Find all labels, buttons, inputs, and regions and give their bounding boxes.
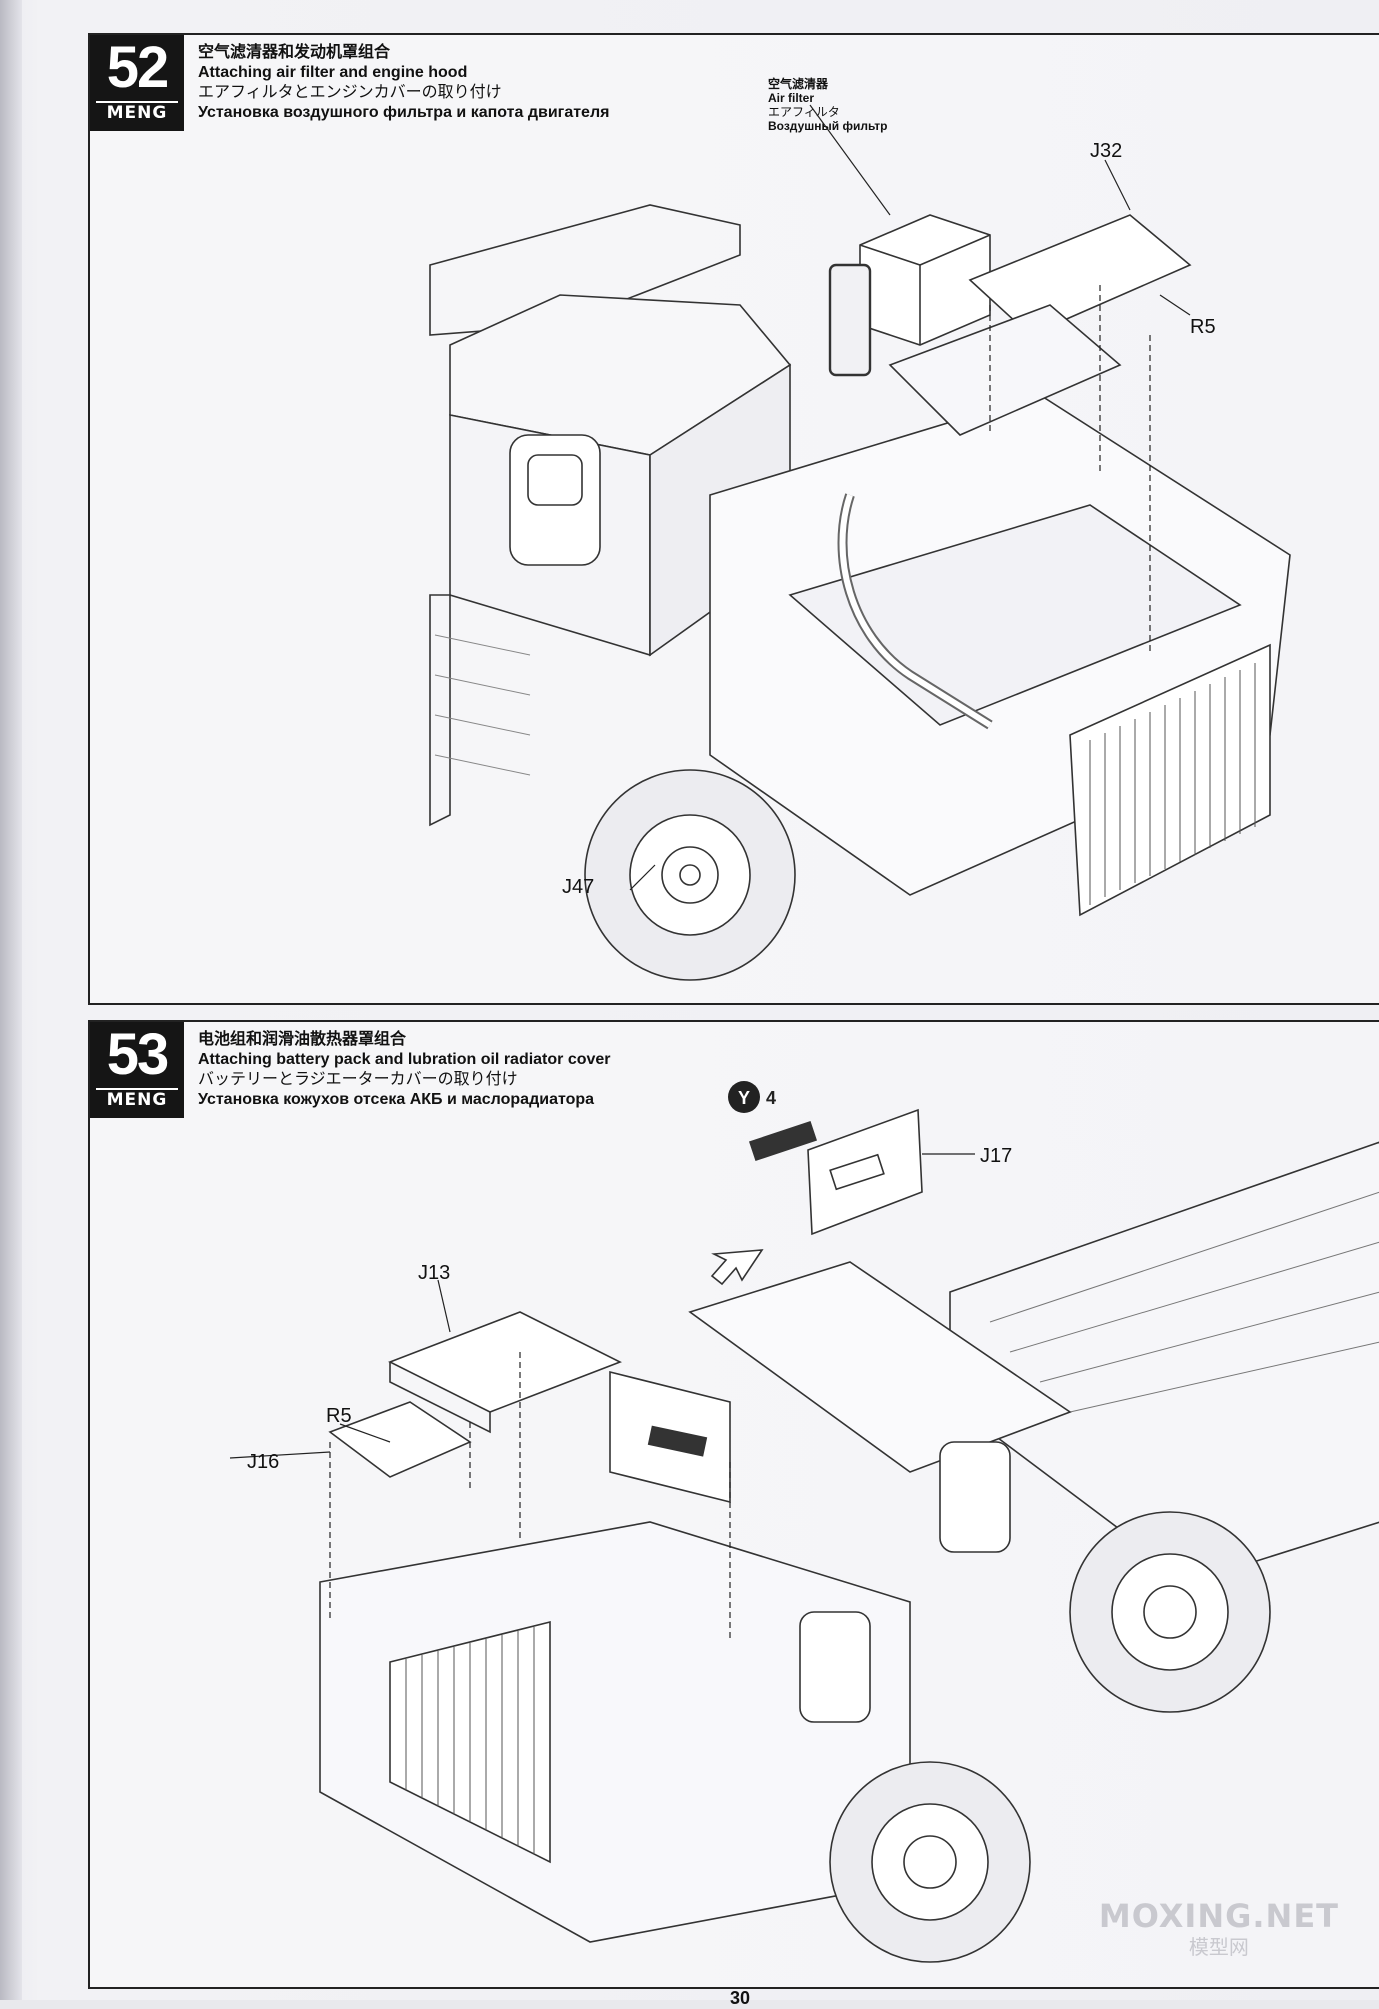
assembly-arrow — [710, 1249, 764, 1286]
meng-logo: MENG — [96, 101, 178, 123]
color-ref-code: Y — [738, 1088, 750, 1108]
watermark-line2: 模型网 — [1188, 1937, 1249, 1959]
step-53-panel: 53 MENG 电池组和润滑油散热器罩组合 Attaching battery … — [88, 1020, 1379, 1989]
front-wheel — [584, 769, 796, 981]
site-watermark: MOXING.NET 模型网 — [1099, 1897, 1339, 1960]
label-j13: J13 — [418, 1262, 450, 1284]
step-53-titles: 电池组和润滑油散热器罩组合 Attaching battery pack and… — [198, 1030, 611, 1110]
air-filter-label-ja: エアフィルタ — [768, 105, 840, 119]
page-number: 30 — [730, 1988, 751, 2008]
rear-wheel — [1069, 1511, 1271, 1713]
label-j32: J32 — [1090, 140, 1122, 162]
step-52-drawing: J32 R5 J47 — [429, 104, 1291, 981]
step-53-title-ja: バッテリーとラジエーターカバーの取り付け — [198, 1071, 518, 1088]
part-j32 — [968, 214, 1192, 336]
watermark-line1: MOXING.NET — [1098, 1897, 1339, 1935]
step-52-panel: 52 MENG 空气滤清器和发动机罩组合 Attaching air filte… — [88, 33, 1379, 1005]
part-j17 — [807, 1108, 923, 1236]
step-53-title-cn: 电池组和润滑油散热器罩组合 — [198, 1031, 407, 1048]
step-53-drawing: Y 4 — [229, 1081, 1379, 1963]
air-filter-label-cn: 空气滤清器 — [768, 77, 829, 91]
step-52-titles: 空气滤清器和发动机罩组合 Attaching air filter and en… — [198, 43, 609, 123]
step-53-title-en: Attaching battery pack and lubration oil… — [198, 1051, 611, 1068]
cab-door — [509, 434, 601, 566]
page-binding-shadow — [0, 0, 22, 2000]
color-ref-qty: 4 — [766, 1088, 776, 1108]
air-filter-label-en: Air filter — [768, 91, 815, 105]
engine-hood-plate — [888, 304, 1122, 436]
meng-logo: MENG — [96, 1088, 178, 1110]
label-r5: R5 — [1190, 316, 1216, 338]
label-j17: J17 — [980, 1145, 1012, 1167]
color-ref-badge: Y 4 — [728, 1081, 776, 1113]
cab-roof — [688, 1261, 1072, 1473]
mesh-insert-part — [748, 1120, 818, 1162]
step-52-title-cn: 空气滤清器和发动机罩组合 — [198, 44, 391, 61]
step-53-title-ru: Установка кожухов отсека АКБ и маслоради… — [198, 1091, 595, 1108]
label-j16: J16 — [247, 1451, 279, 1473]
air-filter-part — [828, 214, 991, 377]
step-53-number: 53 — [106, 1022, 170, 1087]
label-j47: J47 — [562, 876, 594, 898]
rear-frame-outline — [429, 204, 741, 336]
step-52-badge: 52 MENG — [90, 35, 184, 131]
air-filter-label-ru: Воздушный фильтр — [768, 119, 888, 133]
step-52-title-ja: エアフィルタとエンジンカバーの取り付け — [198, 84, 502, 101]
step-52-title-ru: Установка воздушного фильтра и капота дв… — [198, 104, 610, 121]
cab-door — [799, 1611, 871, 1723]
front-wheel — [829, 1761, 1031, 1963]
step-52-number: 52 — [106, 35, 170, 100]
air-filter-callout: 空气滤清器 Air filter エアフィルタ Воздушный фильтр — [768, 77, 887, 133]
part-j13 — [388, 1311, 622, 1413]
step-52-title-en: Attaching air filter and engine hood — [198, 64, 468, 81]
label-r5: R5 — [326, 1405, 352, 1427]
step-53-badge: 53 MENG — [90, 1022, 184, 1118]
